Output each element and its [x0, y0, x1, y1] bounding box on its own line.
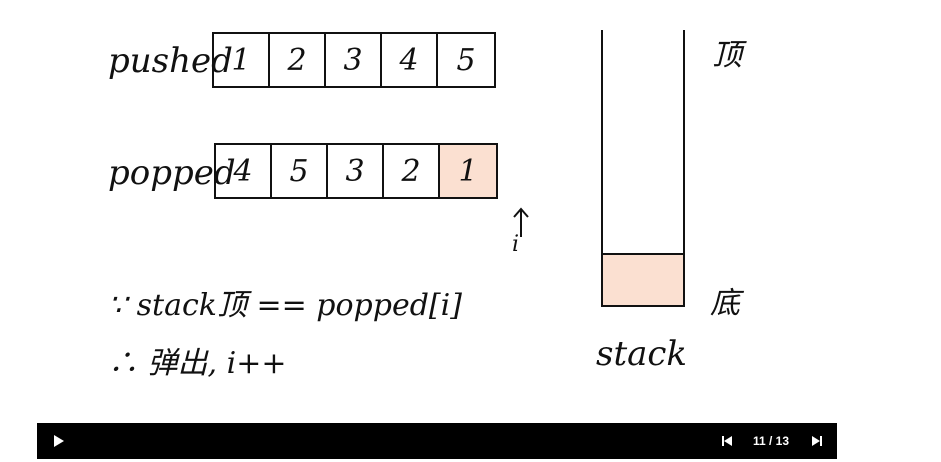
- play-button[interactable]: [49, 423, 69, 459]
- up-arrow-icon: [513, 207, 529, 237]
- next-button[interactable]: [807, 423, 827, 459]
- popped-cell: 2: [384, 145, 440, 197]
- because-line: ∵ stack顶 == popped[i]: [108, 288, 462, 323]
- popped-cell: 3: [328, 145, 384, 197]
- therefore-line: ∴ 弹出, i++: [108, 346, 287, 381]
- stack-bottom-label: 底: [710, 286, 740, 321]
- popped-array: 4 5 3 2 1: [214, 143, 498, 199]
- slideshow-controls: 11 / 13: [37, 423, 837, 459]
- pushed-cell: 3: [326, 34, 382, 86]
- pushed-cell: 4: [382, 34, 438, 86]
- stack-top-label: 顶: [712, 38, 742, 73]
- play-icon: [54, 435, 64, 447]
- skip-next-icon: [812, 436, 822, 446]
- pushed-cell: 2: [270, 34, 326, 86]
- pushed-array: 1 2 3 4 5: [212, 32, 496, 88]
- popped-cell: 5: [272, 145, 328, 197]
- skip-previous-icon: [722, 436, 732, 446]
- slide-counter: 11 / 13: [752, 434, 790, 448]
- stack-element: [603, 253, 683, 305]
- previous-button[interactable]: [717, 423, 737, 459]
- stack-container: [601, 30, 685, 307]
- popped-cell-current: 1: [440, 145, 496, 197]
- stack-label: stack: [596, 334, 688, 374]
- pointer-label: i: [512, 232, 520, 257]
- pushed-cell: 1: [214, 34, 270, 86]
- popped-cell: 4: [216, 145, 272, 197]
- pushed-cell: 5: [456, 42, 476, 78]
